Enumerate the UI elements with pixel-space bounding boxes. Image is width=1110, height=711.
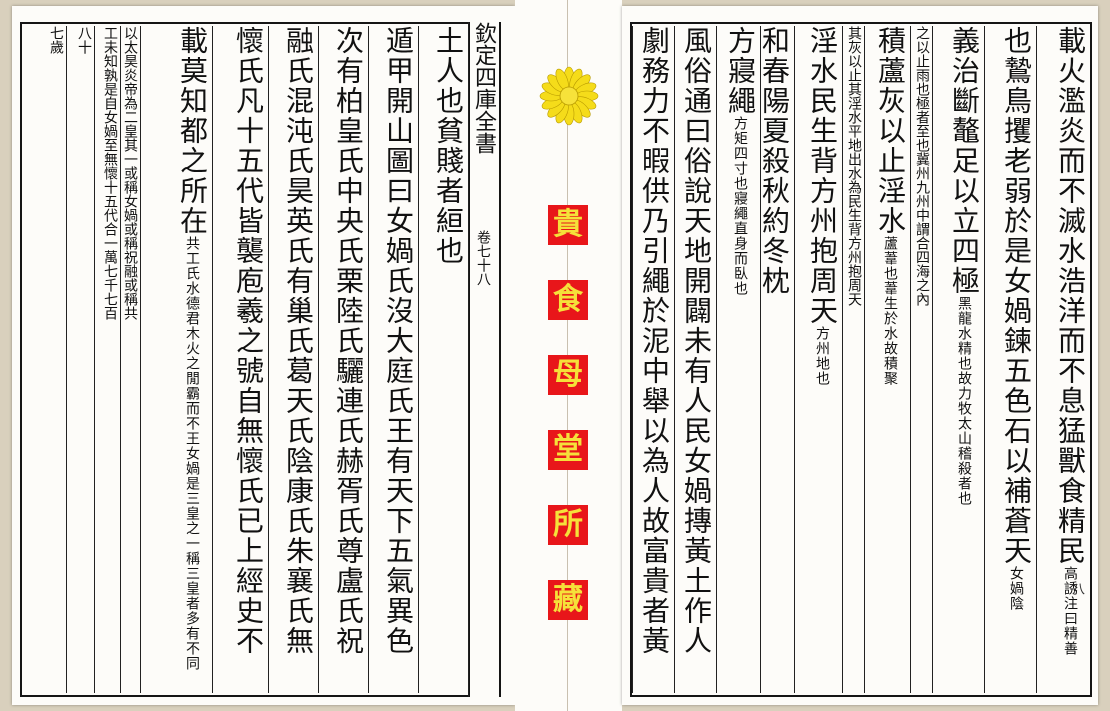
collector-seal: 貴 食 母 堂 所 藏 xyxy=(515,0,622,711)
text-column: 次有柏皇氏中央氏栗陸氏驪連氏赫胥氏尊盧氏祝 xyxy=(318,26,368,693)
main-text: 義治斷鼇足以立四極 xyxy=(948,26,981,296)
text-column-mixed: 也鷙鳥攫老弱於是女媧鍊五色石以補蒼天女媧陰 xyxy=(984,26,1036,693)
text-column-mixed: 方寢繩方矩四寸也寢繩直身而臥也 xyxy=(716,26,760,693)
annotation-column: 工未知孰是自女媧至無懷十五代合一萬七千七百 xyxy=(94,26,120,693)
annotation-column: 七歲 xyxy=(48,26,64,54)
text-column-mixed: 淫水民生背方州抱周天方州地也 xyxy=(794,26,842,693)
chrysanthemum-icon xyxy=(539,66,599,126)
annotation-column: 八十 xyxy=(66,26,94,693)
title-strip: 欽定四庫全書 卷七十八 xyxy=(468,22,501,697)
left-page: 土人也貧賤者絙也 遁甲開山圖曰女媧氏沒大庭氏王有天下五氣異色 次有柏皇氏中央氏栗… xyxy=(12,6,515,705)
text-column: 和春陽夏殺秋約冬枕 xyxy=(760,26,794,693)
annotation-text: 方矩四寸也寢繩直身而臥也 xyxy=(732,116,748,296)
main-text: 載火濫炎而不滅水浩洋而不息猛獸食精民 xyxy=(1054,26,1087,566)
text-column-mixed: 載火濫炎而不滅水浩洋而不息猛獸食精民高誘注曰精善 xyxy=(1036,26,1090,693)
annotation-text: 黑龍水精也故力牧太山稽殺者也 xyxy=(956,296,972,506)
annotation-text: 女媧陰 xyxy=(1008,566,1024,611)
main-text: 載莫知都之所在 xyxy=(176,26,209,236)
text-column-mixed: 載莫知都之所在共工氏水德君木火之閒霸而不王女媧是三皇之一稱三皇者多有不同 xyxy=(140,26,212,693)
annotation-text: 方州地也 xyxy=(814,326,830,386)
seal-char: 堂 xyxy=(548,430,588,470)
seal-char: 母 xyxy=(548,355,588,395)
main-text: 積蘆灰以止淫水 xyxy=(874,26,907,236)
text-column: 劇務力不暇供乃引繩於泥中舉以為人故富貴者黃 xyxy=(632,26,674,693)
seal-char: 貴 xyxy=(548,205,588,245)
page-number: 八 xyxy=(1069,582,1084,595)
left-text-frame: 土人也貧賤者絙也 遁甲開山圖曰女媧氏沒大庭氏王有天下五氣異色 次有柏皇氏中央氏栗… xyxy=(20,22,470,697)
text-column: 懷氏凡十五代皆襲庖羲之號自無懷氏已上經史不 xyxy=(212,26,268,693)
main-text: 也鷙鳥攫老弱於是女媧鍊五色石以補蒼天 xyxy=(1000,26,1033,566)
right-text-frame: 載火濫炎而不滅水浩洋而不息猛獸食精民高誘注曰精善 也鷙鳥攫老弱於是女媧鍊五色石以… xyxy=(630,22,1092,697)
annotation-column: 之以止雨也極者至也冀州九州中謂合四海之內 xyxy=(910,26,932,693)
text-column-mixed: 義治斷鼇足以立四極黑龍水精也故力牧太山稽殺者也 xyxy=(932,26,984,693)
juan-number: 卷七十八 xyxy=(475,230,491,286)
annotation-text: 蘆葦也葦生於水故積聚 xyxy=(882,236,898,386)
text-column: 土人也貧賤者絙也 xyxy=(418,26,468,693)
main-text: 方寢繩 xyxy=(724,26,757,116)
annotation-column: 其灰以止其淫水平地出水為民生背方州抱周天 xyxy=(842,26,864,693)
text-column-mixed: 積蘆灰以止淫水蘆葦也葦生於水故積聚 xyxy=(864,26,910,693)
book-title: 欽定四庫全書 xyxy=(471,22,496,154)
text-column: 融氏混沌氏昊英氏有巢氏葛天氏陰康氏朱襄氏無 xyxy=(268,26,318,693)
seal-char: 藏 xyxy=(548,580,588,620)
seal-char: 食 xyxy=(548,280,588,320)
right-margin xyxy=(622,22,630,697)
text-column: 風俗通曰俗說天地開闢未有人民女媧摶黃土作人 xyxy=(674,26,716,693)
right-page: 載火濫炎而不滅水浩洋而不息猛獸食精民高誘注曰精善 也鷙鳥攫老弱於是女媧鍊五色石以… xyxy=(622,6,1098,705)
main-text: 淫水民生背方州抱周天 xyxy=(806,26,839,326)
annotation-column: 以太昊炎帝為二皇其一或稱女媧或稱祝融或稱共 xyxy=(120,26,140,693)
annotation-text: 高誘注曰精善 xyxy=(1062,566,1078,656)
seal-char: 所 xyxy=(548,505,588,545)
annotation-text: 共工氏水德君木火之閒霸而不王女媧是三皇之一稱三皇者多有不同 xyxy=(184,236,200,671)
text-column: 遁甲開山圖曰女媧氏沒大庭氏王有天下五氣異色 xyxy=(368,26,418,693)
